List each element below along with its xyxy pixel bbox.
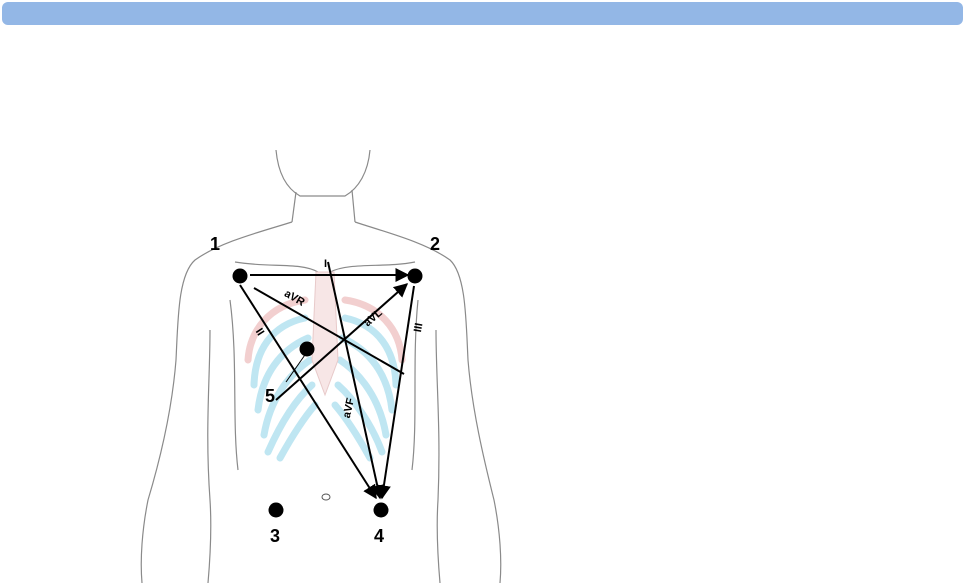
electrode-2-label: 2 [430, 234, 440, 254]
electrode-4-label: 4 [374, 526, 384, 546]
lead-aVF-label: aVF [341, 397, 357, 420]
navel [322, 494, 330, 500]
electrode-4 [374, 503, 389, 518]
electrode-3 [269, 503, 284, 518]
electrode-1 [233, 269, 248, 284]
electrode-1-label: 1 [210, 234, 220, 254]
electrode-2 [408, 269, 423, 284]
lead-III-label: III [412, 322, 425, 333]
electrode-5-label: 5 [265, 386, 275, 406]
lead-I-label: I [324, 258, 327, 270]
electrode-5 [300, 342, 315, 357]
electrode-3-label: 3 [270, 526, 280, 546]
